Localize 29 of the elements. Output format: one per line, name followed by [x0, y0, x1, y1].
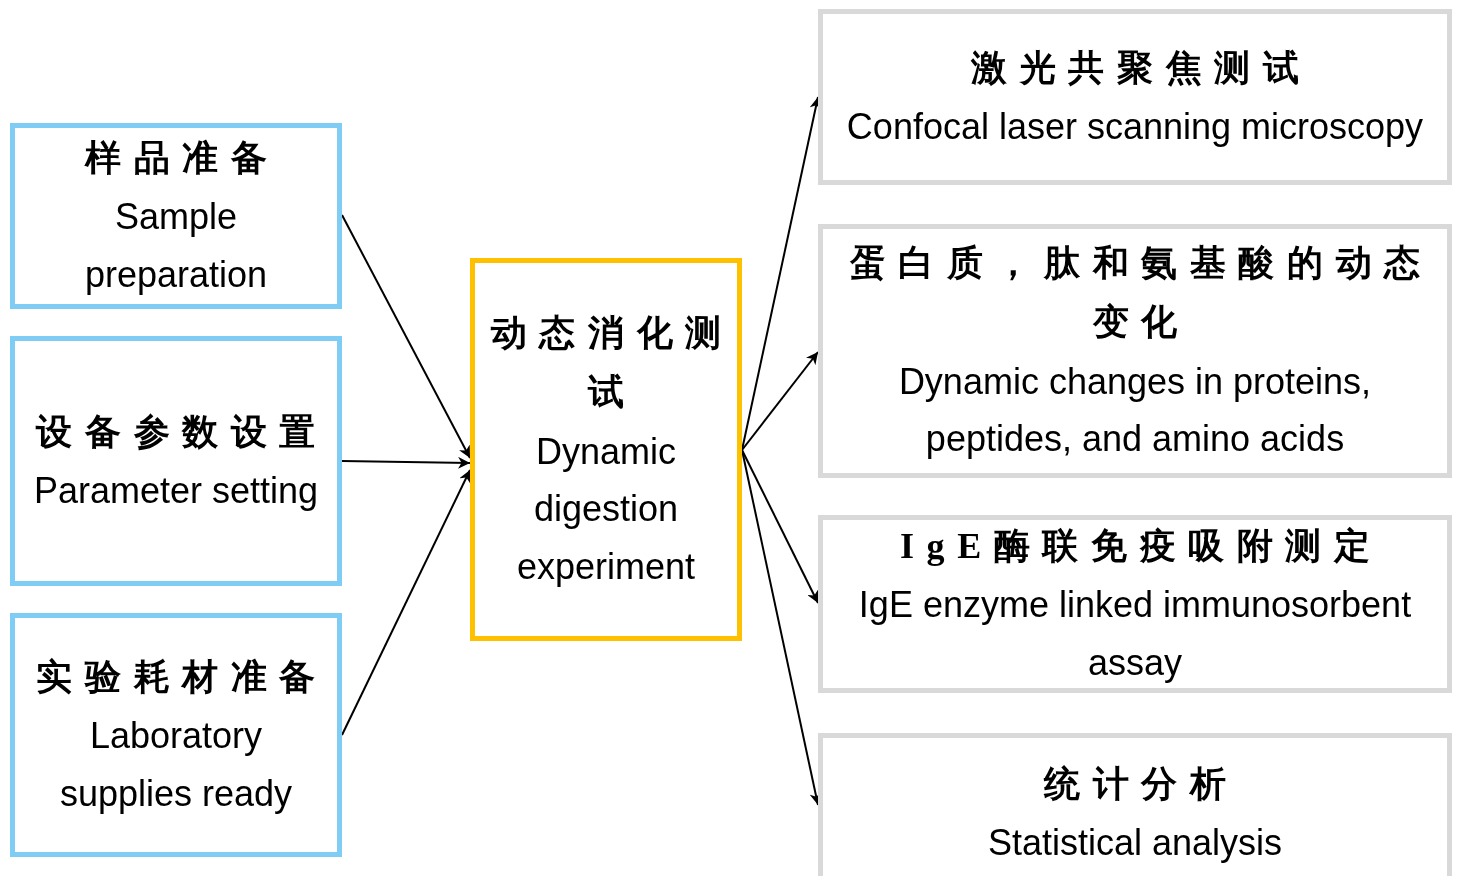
- arrow: [341, 214, 471, 459]
- box-heading: 激光共聚焦测试: [971, 46, 1312, 90]
- box-text: Sample preparation: [83, 195, 269, 297]
- box-text: Confocal laser scanning microscopy: [846, 104, 1424, 149]
- box-text: Statistical analysis: [987, 820, 1283, 865]
- box-text: IgE enzyme linked immunosorbent assay: [857, 583, 1413, 685]
- box-heading: 样品准备: [85, 136, 280, 180]
- box-text: Dynamic changes in proteins, peptides, and amino acids: [897, 359, 1373, 462]
- box-text: Laboratory supplies ready: [58, 714, 294, 816]
- box-text: Dynamic digestion experiment: [515, 429, 697, 589]
- box-heading: 设备参数设置: [36, 410, 329, 454]
- process-box: [10, 613, 342, 857]
- process-box: [10, 123, 342, 309]
- box-text: Parameter setting: [33, 468, 319, 513]
- arrow: [741, 351, 819, 451]
- box-heading: 实验耗材准备: [36, 655, 329, 699]
- process-box: [818, 9, 1452, 185]
- box-heading: 统计分析: [1044, 762, 1239, 806]
- arrow: [341, 456, 471, 469]
- process-box: [10, 336, 342, 586]
- box-heading: 动态消化测试: [489, 311, 735, 415]
- process-box: [818, 515, 1452, 693]
- process-box: [818, 733, 1452, 876]
- arrow: [741, 449, 819, 604]
- box-heading: IgE酶联免疫吸附测定: [900, 524, 1383, 568]
- process-box: [470, 258, 742, 641]
- process-box: [818, 224, 1452, 478]
- box-heading: 蛋白质，肽和氨基酸的动态变化: [848, 242, 1434, 345]
- arrow: [341, 469, 471, 736]
